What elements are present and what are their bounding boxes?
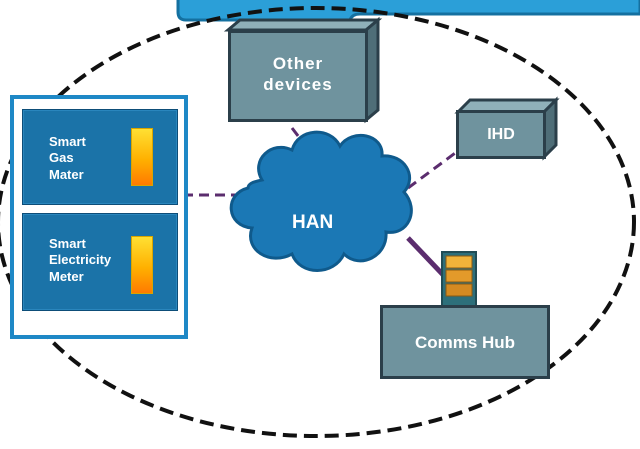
- link-ihd-han: [407, 146, 463, 190]
- smart-gas-meter: Smart Gas Mater: [22, 109, 178, 205]
- smart-electricity-meter: Smart Electricity Meter: [22, 213, 178, 311]
- title-banner: [176, 0, 640, 22]
- comms-hub-box: Comms Hub: [380, 305, 550, 379]
- han-label: HAN: [292, 212, 334, 233]
- han-cloud: [229, 130, 413, 272]
- ihd-label: IHD: [487, 126, 515, 143]
- ihd-box: IHD: [456, 110, 546, 159]
- premises-boundary: [0, 6, 636, 438]
- smart-gas-meter-label: Smart Gas Mater: [49, 134, 86, 182]
- gas-meter-indicator: [131, 128, 153, 186]
- comms-hub-label: Comms Hub: [414, 333, 516, 352]
- electricity-meter-indicator: [131, 236, 153, 294]
- smart-electricity-meter-label: Smart Electricity Meter: [49, 236, 112, 284]
- other-devices-label: Other devices: [263, 54, 333, 95]
- meter-panel: Smart Gas Mater Smart Electricity Meter: [10, 95, 188, 339]
- other-devices-box: Other devices: [228, 30, 368, 122]
